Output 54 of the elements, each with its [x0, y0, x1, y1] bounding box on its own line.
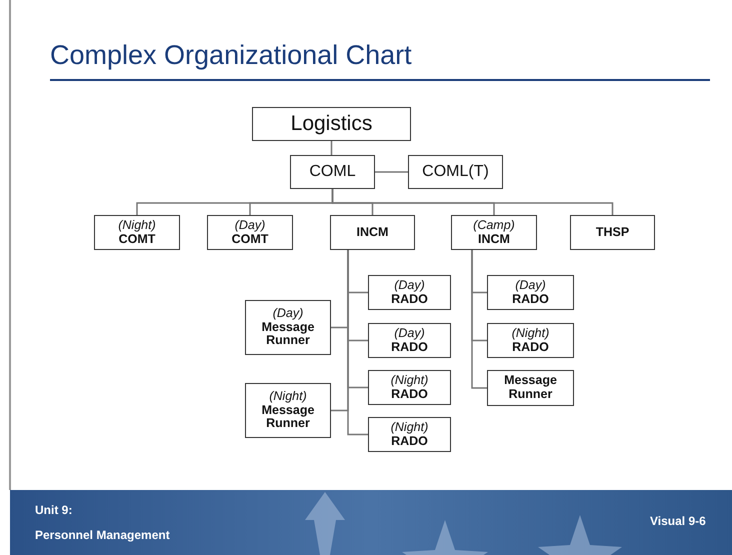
position-box — [368, 417, 451, 452]
shift-label: (Day) — [234, 218, 266, 232]
position-name: Message Runner — [503, 374, 558, 402]
footer-text: Unit 9: — [35, 503, 72, 517]
position-box — [368, 323, 451, 358]
position-box — [330, 215, 415, 250]
shift-label: (Camp) — [473, 218, 515, 232]
position-name: Logistics — [290, 112, 372, 136]
position-name: RADO — [391, 340, 428, 354]
shift-label: (Day) — [394, 326, 425, 340]
position-box — [408, 155, 503, 189]
position-name: COML(T) — [422, 163, 489, 181]
position-box — [207, 215, 293, 250]
position-name: RADO — [391, 388, 428, 402]
position-name: Message Runner — [260, 320, 316, 348]
position-name: RADO — [512, 340, 549, 354]
position-box — [290, 155, 375, 189]
position-name: RADO — [512, 292, 549, 306]
position-box — [245, 300, 331, 355]
position-box — [252, 107, 411, 141]
position-name: COMT — [232, 232, 268, 246]
position-name: RADO — [391, 292, 428, 306]
position-box — [570, 215, 655, 250]
position-name: Message Runner — [260, 404, 316, 432]
connector-line — [347, 250, 368, 436]
shift-label: (Night) — [269, 390, 307, 404]
shift-label: (Night) — [512, 326, 550, 340]
shift-label: (Night) — [390, 420, 428, 434]
connector-line — [375, 171, 408, 173]
position-name: INCM — [356, 226, 388, 240]
connector-line — [332, 189, 614, 215]
footer-text: Personnel Management — [35, 528, 170, 542]
position-name: COML — [309, 163, 356, 181]
position-box — [487, 275, 574, 310]
shift-label: (Day) — [394, 278, 425, 292]
footer-text: Visual 9-6 — [650, 514, 706, 528]
position-box — [245, 383, 331, 438]
position-name: RADO — [391, 434, 428, 448]
shift-label: (Night) — [118, 218, 156, 232]
position-box — [451, 215, 537, 250]
position-box — [368, 275, 451, 310]
position-box — [94, 215, 180, 250]
position-name: INCM — [478, 232, 510, 246]
position-box — [487, 323, 574, 358]
connector-line — [330, 141, 332, 155]
position-name: COMT — [118, 232, 156, 246]
shift-label: (Day) — [515, 278, 546, 292]
position-box — [368, 370, 451, 405]
chart-title: Complex Organizational Chart — [50, 40, 412, 71]
position-name: THSP — [596, 226, 630, 240]
shift-label: (Day) — [272, 306, 304, 321]
position-box — [487, 370, 574, 406]
connector-line — [471, 250, 487, 389]
shift-label: (Night) — [390, 374, 428, 388]
